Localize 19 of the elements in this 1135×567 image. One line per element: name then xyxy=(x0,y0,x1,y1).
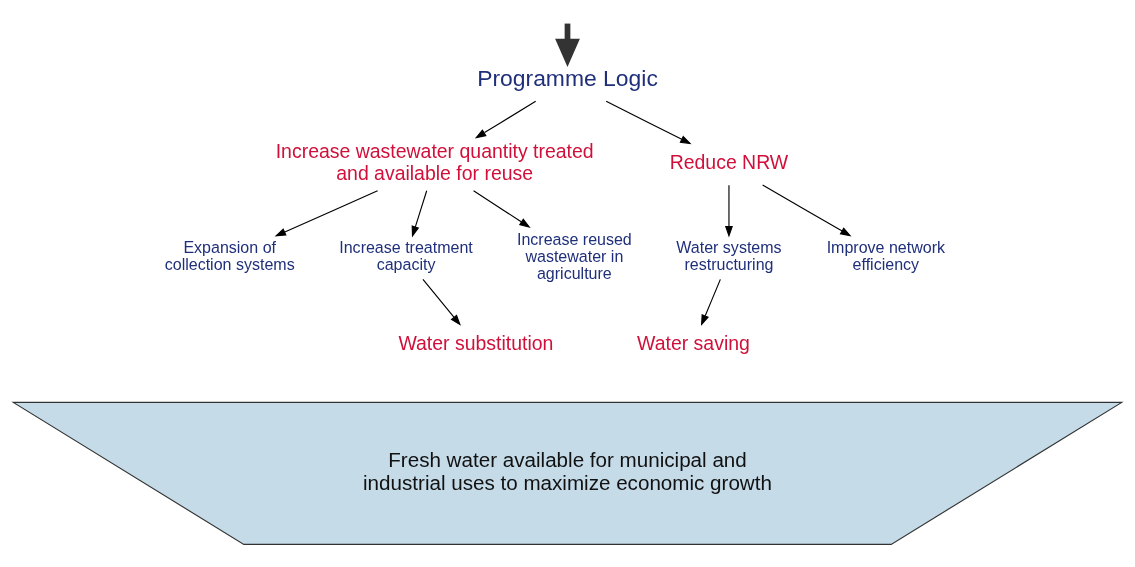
node-text: Increase treatment capacity xyxy=(339,238,473,274)
arrow xyxy=(700,278,721,327)
arrow xyxy=(411,190,428,238)
arrow xyxy=(724,184,733,238)
node-text: Increase reused wastewater in agriculture xyxy=(516,229,632,282)
arrow xyxy=(473,190,531,228)
arrow xyxy=(762,184,852,237)
arrow xyxy=(605,100,692,145)
node-text: Increase wastewater quantity treated and available for reuse xyxy=(275,140,594,184)
arrow xyxy=(274,190,379,237)
arrow xyxy=(474,100,537,139)
node-text: Improve network efficiency xyxy=(826,238,946,274)
node-text: Water saving xyxy=(637,331,750,354)
node-text: Expansion of collection systems xyxy=(164,238,295,274)
node-text: Water systems restructuring xyxy=(676,238,782,274)
node-text: Water substitution xyxy=(398,331,554,354)
node-text: Reduce NRW xyxy=(669,150,789,173)
node-text: Programme Logic xyxy=(477,65,658,92)
arrow xyxy=(422,278,461,326)
